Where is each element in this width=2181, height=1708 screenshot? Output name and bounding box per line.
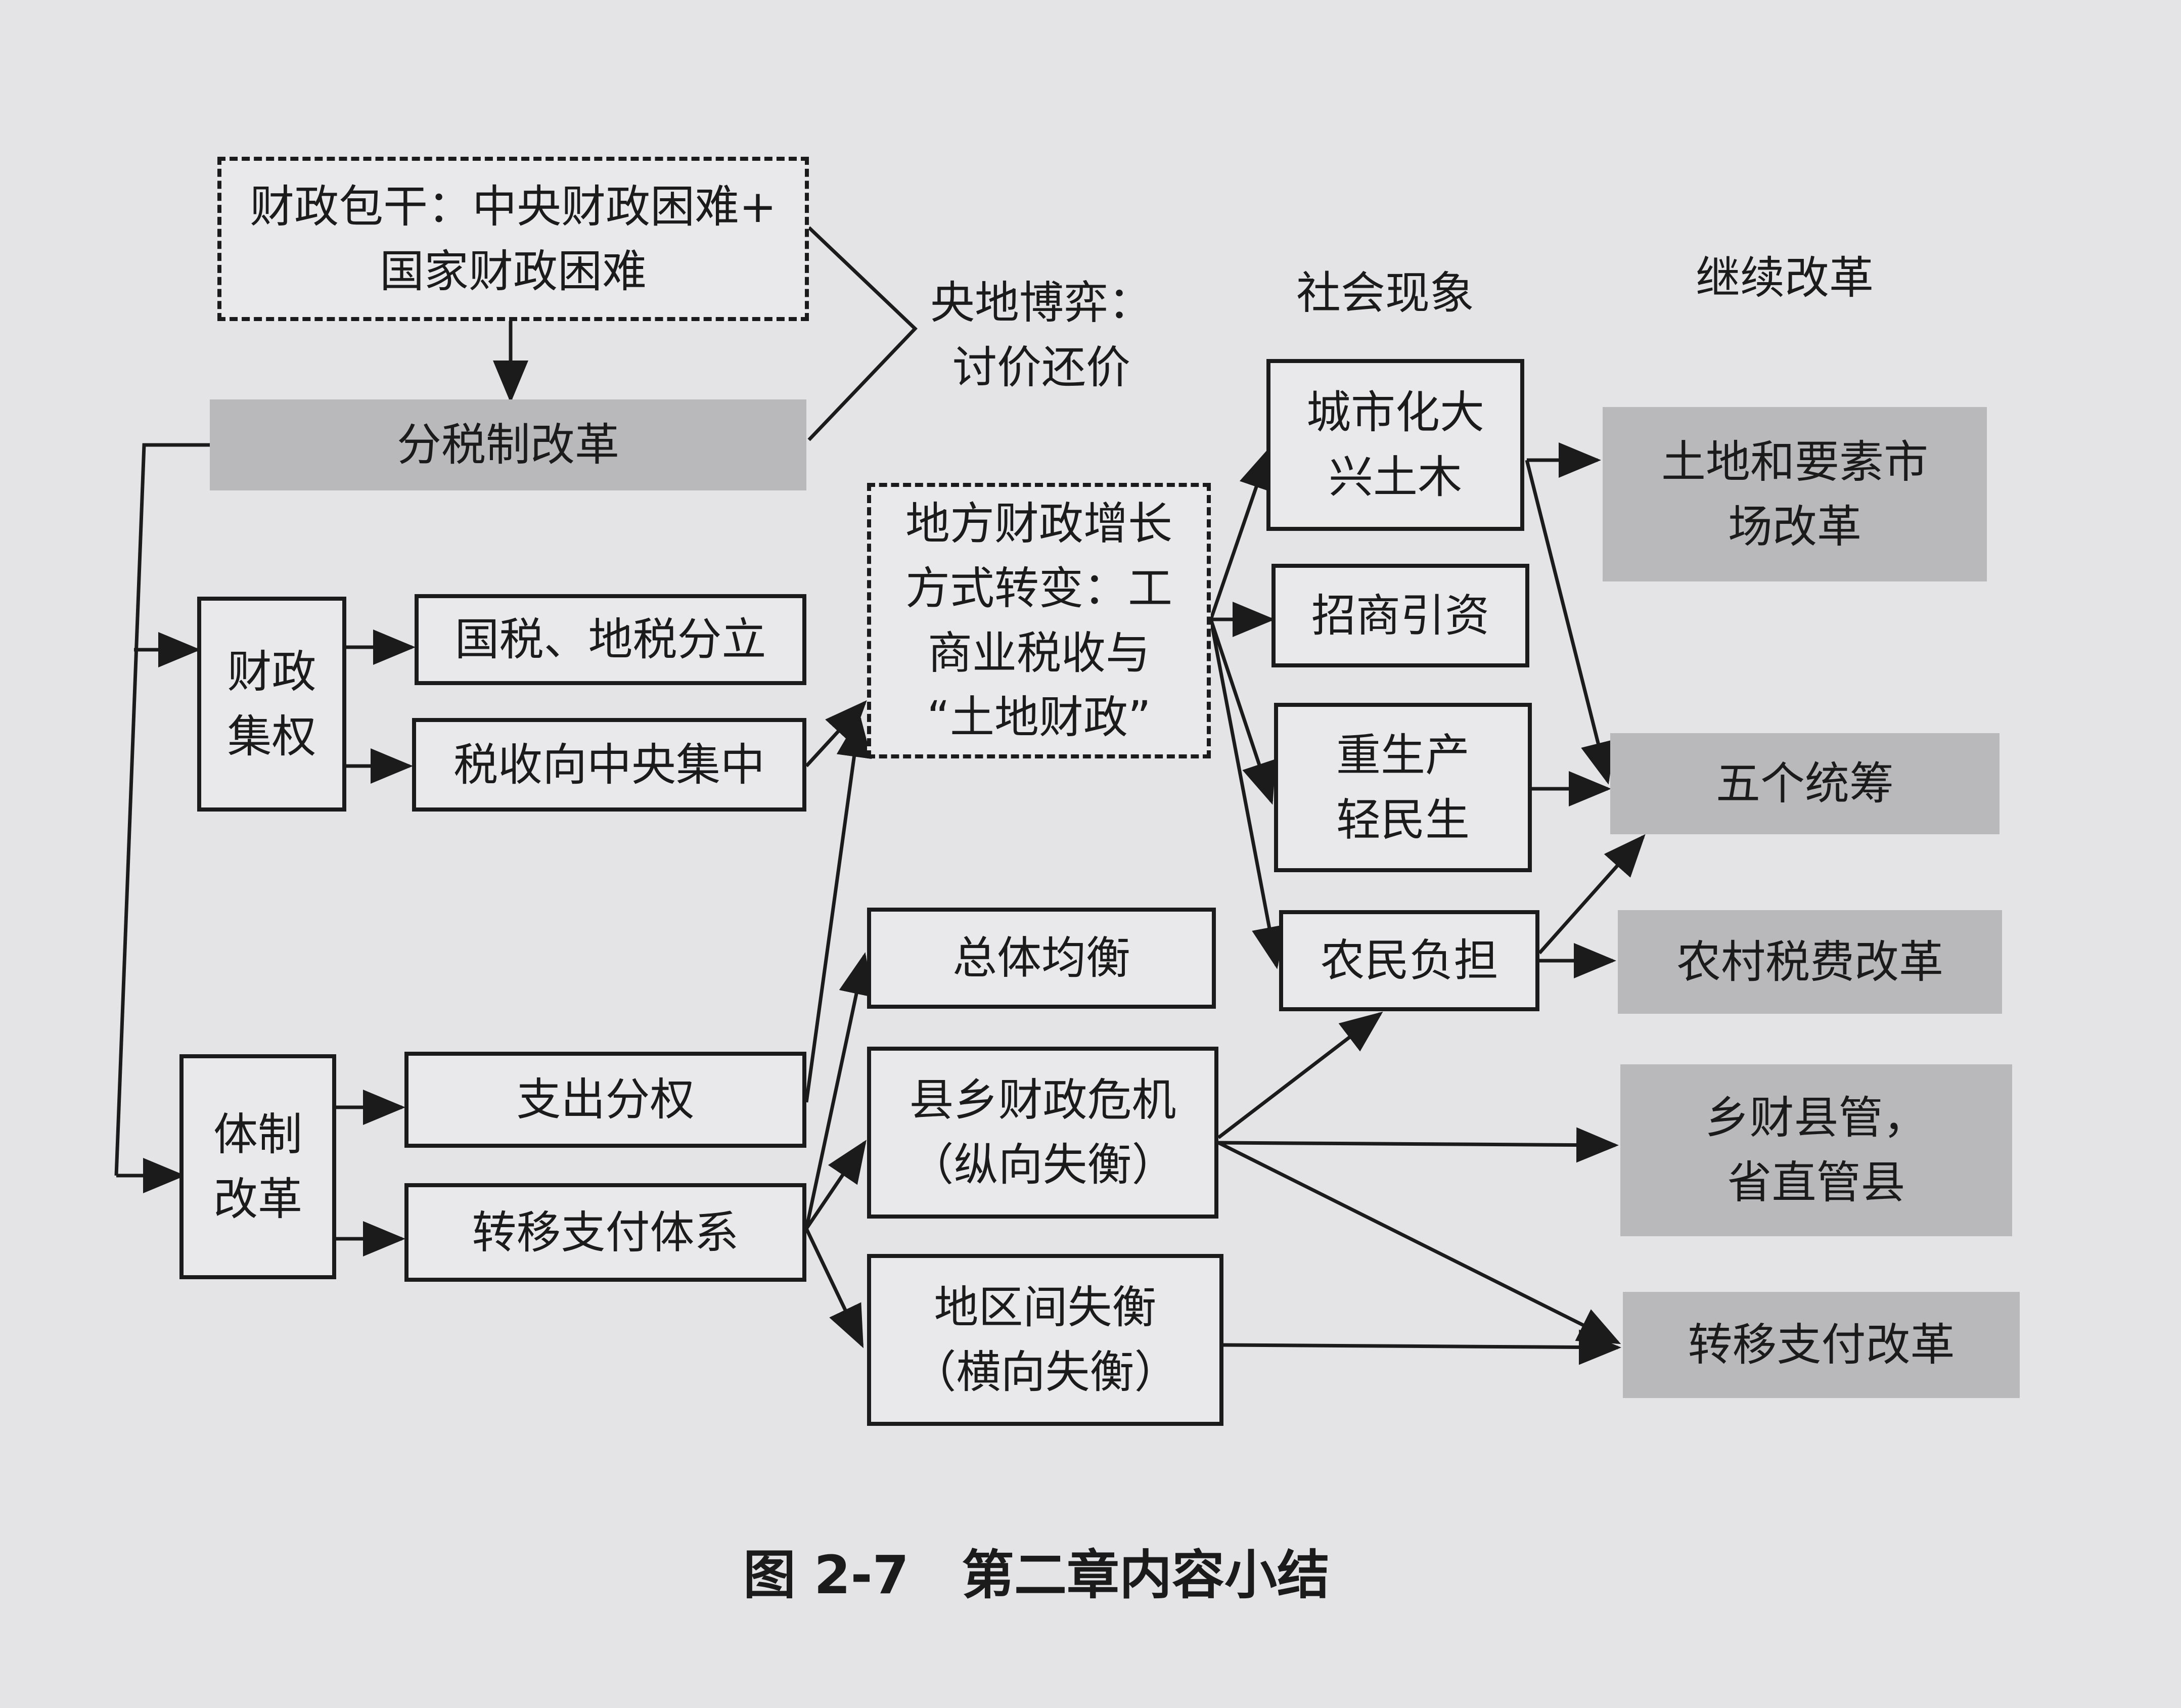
urbanization-box: 城市化大 兴土木 — [1266, 359, 1524, 531]
transfer-payment-system-box: 转移支付体系 — [404, 1183, 806, 1282]
investment-promotion-box: 招商引资 — [1271, 564, 1529, 667]
fiscal-contracting-box: 财政包干：中央财政困难+ 国家财政困难 — [217, 157, 809, 321]
county-township-crisis-box: 县乡财政危机 （纵向失衡） — [867, 1047, 1218, 1219]
regional-imbalance-box: 地区间失衡 （横向失衡） — [867, 1254, 1223, 1426]
land-factor-market-reform-box: 土地和要素市 场改革 — [1603, 407, 1987, 581]
arrow-shift-to-urbanization — [1209, 446, 1274, 620]
arrow-shift-to-farmer — [1209, 619, 1287, 969]
arrow-expenditure-to-local-shift — [804, 714, 872, 1103]
arrow-crisis-to-county — [1218, 1127, 1619, 1163]
central-local-game-label: 央地博弈： 讨价还价 — [930, 276, 1153, 393]
expenditure-decentralization-box: 支出分权 — [404, 1052, 806, 1148]
arrow-tax-center-to-local-shift — [805, 700, 867, 768]
arrow-transfer-to-crisis — [805, 1140, 867, 1230]
social-phenomena-heading: 社会现象 — [1296, 267, 1474, 320]
county-township-reform-box: 乡财县管， 省直管县 — [1620, 1064, 2012, 1236]
arrow-transfer-to-overall — [804, 952, 874, 1229]
overall-balance-box: 总体均衡 — [867, 908, 1216, 1009]
transfer-payment-reform-box: 转移支付改革 — [1623, 1292, 2020, 1398]
arrow-crisis-to-farmer — [1217, 1011, 1383, 1139]
local-finance-shift-box: 地方财政增长 方式转变：工 商业税收与 “土地财政” — [867, 483, 1211, 758]
figure-caption: 图 2-7 第二章内容小结 — [743, 1544, 1330, 1606]
rural-tax-fee-reform-box: 农村税费改革 — [1618, 910, 2002, 1014]
tax-sharing-reform-box: 分税制改革 — [210, 399, 806, 490]
arrow-regional-to-transfer-reform — [1223, 1329, 1621, 1365]
farmer-burden-box: 农民负担 — [1279, 910, 1539, 1011]
institutional-reform-box: 体制 改革 — [179, 1054, 336, 1279]
continue-reform-heading: 继续改革 — [1695, 252, 1874, 304]
fiscal-centralization-box: 财政 集权 — [197, 597, 346, 812]
tax-to-center-box: 税收向中央集中 — [412, 718, 806, 812]
national-local-tax-split-box: 国税、地税分立 — [415, 594, 806, 685]
game-bracket — [807, 226, 918, 441]
arrow-crisis-to-transfer-reform — [1217, 1141, 1621, 1344]
arrow-urbanization-to-five — [1525, 460, 1616, 785]
arrow-shift-to-production — [1209, 618, 1276, 805]
arrow-transfer-to-regional — [804, 1228, 864, 1349]
five-coordinations-box: 五个统筹 — [1610, 733, 2000, 834]
production-over-livelihood-box: 重生产 轻民生 — [1274, 703, 1532, 872]
